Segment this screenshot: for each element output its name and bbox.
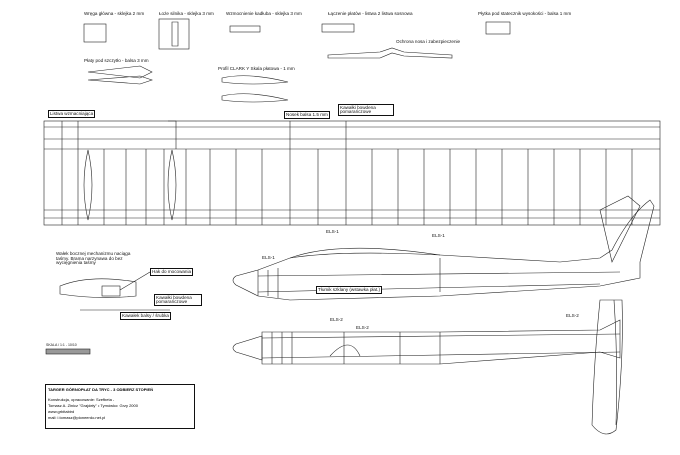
title-block-line4: mail: i.tomasz@pioneerdo.net.pl <box>48 415 106 420</box>
scale-bar-graphic <box>45 348 91 355</box>
title-block-line1: Konstrukcja, opracowanie: Szefbeta - <box>48 397 115 402</box>
rib-main-part <box>83 23 107 43</box>
fuselage-side-outline <box>232 199 655 301</box>
label-rib-tail: Łoże silnika - sklejka 3 mm <box>159 11 214 16</box>
detail-mount <box>101 285 121 297</box>
label-els-2b: ELS-2 <box>356 325 369 330</box>
label-els-2a: ELS-2 <box>330 317 343 322</box>
rib-tail-part <box>158 18 190 50</box>
wing-outline <box>43 120 661 226</box>
label-detail-note: Wałek bocznej mechanizmu naciąga taśmy. … <box>56 251 131 266</box>
stab-outline <box>591 299 623 435</box>
skid-block-part <box>485 21 511 35</box>
wing-ribs <box>61 121 633 225</box>
label-carbon-tube: Kawałki bowdena pomarańczowe <box>338 104 394 117</box>
hatch-support-b <box>87 75 153 85</box>
fin-outline <box>599 195 641 263</box>
label-profile: Profil CLARK Y Skala płatowa - 1 mm <box>218 66 295 71</box>
detail-outline <box>59 278 137 298</box>
label-protection: Ochrona nosa i zabezpieczenie <box>396 39 461 44</box>
label-detail-bowden: Kawałki bowdena pomarańczowe <box>154 294 202 307</box>
label-skid-block: Płytka pod statecznik wysokości - balsa … <box>478 11 572 16</box>
wing-tip-rib-right <box>167 149 177 221</box>
title-block-title: TARGER GÓRNOPŁAT DA TRYC - 3 ODBIERZ STO… <box>48 387 154 392</box>
label-reinforcement: Wzmocnienie kadłuba - sklejka 3 mm <box>226 11 302 16</box>
label-els-1a: ELS-1 <box>326 229 339 234</box>
label-detail-mount: Kawałek balsy / śrubka <box>120 312 171 320</box>
title-block: TARGER GÓRNOPŁAT DA TRYC - 3 ODBIERZ STO… <box>45 384 195 429</box>
profile-rib-b <box>221 93 289 103</box>
tail-spar-strip <box>321 23 355 33</box>
label-detail-hook: Hak do mocowania <box>150 268 194 276</box>
label-els-2c: ELS-2 <box>566 313 579 318</box>
title-block-line3: www.grbitabird <box>48 409 75 414</box>
label-tail-spar: Łączenie płatów - listwa 2 listwa sosnow… <box>328 11 413 16</box>
title-block-line2: Tomasz A. Zinicz "Grajdeły" • Tymówko: G… <box>48 403 138 408</box>
label-els-1c: ELS-1 <box>262 255 275 260</box>
label-els-1b: ELS-1 <box>432 233 445 238</box>
rib-tail-slot <box>171 21 179 47</box>
protection-profile <box>327 47 453 59</box>
fuselage-top-outline <box>261 319 621 365</box>
label-tube: Tłumik szklany (wstawka płat.) <box>316 286 383 294</box>
label-leading-edge: Listwa wzmacniająca <box>48 110 96 118</box>
label-joint-balsa: Nosek balsa 1.5 mm <box>284 111 330 119</box>
label-rib-main: Wręga główna - sklejka 2 mm <box>84 11 145 16</box>
label-scale-bar: SKALA / 1:1 - 10/10 <box>46 343 77 347</box>
hatch-support-a <box>87 65 153 79</box>
nose-top <box>232 335 263 361</box>
profile-rib-a <box>221 75 289 85</box>
wing-tip-rib-left <box>83 149 93 221</box>
reinforcement-strip <box>229 25 261 33</box>
label-hatch-support: Płaty pod szczytło - balsa 3 mm <box>84 58 149 63</box>
